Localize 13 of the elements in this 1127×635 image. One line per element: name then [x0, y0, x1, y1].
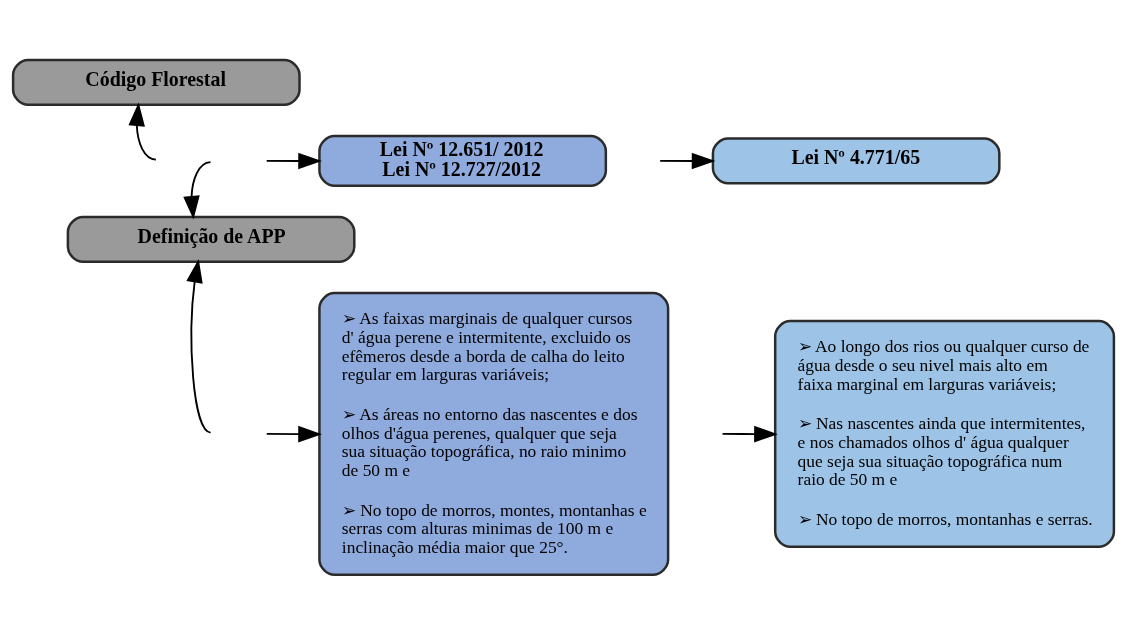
node-box: Código Florestal — [11, 58, 301, 107]
arrow — [183, 161, 212, 220]
arrow — [265, 425, 322, 443]
arrow — [186, 259, 212, 434]
arrow — [128, 102, 157, 161]
node-box: Lei Nº 4.771/65 — [711, 137, 1001, 185]
node-box: ➢ As faixas marginais de qualquer cursos d' água perene e intermitente, excluido os efêmeros desde a borda de calha do leito regular em larguras variáveis; ➢ As áreas no entorno das nascentes e dos olhos d'água perenes, qualquer que seja sua situação topográfica, no raio minimo de 50 m e ➢ No topo de morros, montes, montanhas e serras com alturas minimas de 100 m e inclinação média maior que 25°. — [318, 291, 670, 576]
arrow — [721, 425, 778, 443]
node-box: ➢ Ao longo dos rios ou qualquer curso de água desde o seu nivel mais alto em faixa marginal em larguras variáveis; ➢ Nas nascentes ainda que intermitentes, e nos chamados olhos d' água qualquer que seja sua situação topográfica num raio de 50 m e ➢ No topo de morros, montanhas e serras. — [773, 319, 1116, 548]
arrow — [265, 152, 322, 170]
node-box: Definição de APP — [66, 215, 356, 263]
arrow — [659, 152, 716, 170]
node-box: Lei Nº 12.651/ 2012 Lei Nº 12.727/2012 — [318, 134, 608, 187]
